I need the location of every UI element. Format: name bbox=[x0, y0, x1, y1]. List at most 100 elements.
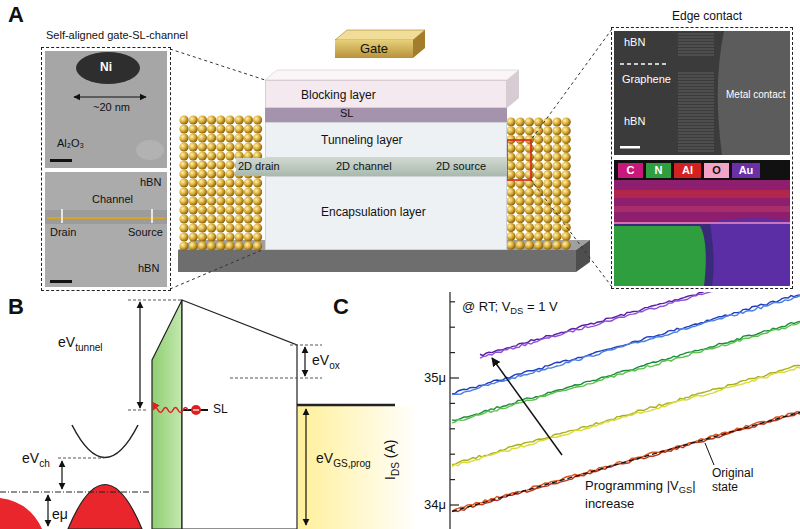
band-diagram bbox=[0, 491, 150, 492]
metal-contact-atoms bbox=[235, 205, 244, 214]
metal-contact-atoms bbox=[189, 214, 198, 223]
current-curve bbox=[480, 292, 800, 356]
metal-contact-atoms bbox=[534, 241, 543, 250]
hbn-lattice bbox=[678, 112, 714, 113]
channel-layer: 2D drain2D channel2D source bbox=[236, 158, 507, 176]
metal-contact-atoms bbox=[235, 178, 244, 187]
legend-label: Al bbox=[682, 165, 693, 176]
metal-contact-atoms bbox=[253, 196, 262, 205]
chart-axis bbox=[450, 292, 459, 529]
tem-image bbox=[151, 209, 153, 223]
layer-name: Blocking layer bbox=[301, 88, 376, 102]
current-curve bbox=[452, 292, 800, 512]
band-diagram bbox=[0, 300, 418, 529]
metal-contact-atoms bbox=[207, 133, 216, 142]
annotation: Original state bbox=[712, 466, 753, 494]
tem-image bbox=[45, 51, 167, 168]
layer-name: Tunneling layer bbox=[321, 133, 403, 147]
tem-image bbox=[45, 210, 167, 224]
metal-contact-atoms bbox=[235, 196, 244, 205]
metal-contact-atoms bbox=[216, 196, 225, 205]
eds-map bbox=[614, 180, 790, 224]
metal-contact-atoms bbox=[207, 214, 216, 223]
metal-contact-atoms bbox=[216, 169, 225, 178]
blocking-layer: Blocking layer bbox=[265, 80, 507, 108]
current-curve bbox=[480, 292, 800, 358]
metal-contact-atoms bbox=[253, 142, 262, 151]
image-label: Graphene bbox=[622, 73, 671, 86]
metal-contact-atoms bbox=[198, 115, 207, 124]
hbn-lattice bbox=[678, 73, 714, 74]
hbn-lattice bbox=[678, 121, 714, 122]
gate-electrode-3d bbox=[335, 30, 425, 40]
metal-contact-atoms bbox=[225, 151, 234, 160]
metal-contact-atoms bbox=[525, 188, 534, 197]
inset-title: Self-aligned gate-SL-channel bbox=[46, 29, 188, 42]
image-label: Al₂O₃ bbox=[57, 137, 84, 150]
eds-map bbox=[614, 226, 706, 286]
legend-swatch: C bbox=[618, 163, 643, 178]
metal-contact-atoms bbox=[534, 161, 543, 170]
axis-tick bbox=[450, 377, 459, 378]
band-diagram bbox=[128, 410, 146, 411]
metal-contact-atoms bbox=[253, 187, 262, 196]
metal-contact-atoms bbox=[216, 115, 225, 124]
annotation-arrow bbox=[492, 358, 714, 465]
tem-image bbox=[74, 96, 146, 97]
metal-contact-atoms bbox=[534, 188, 543, 197]
metal-contact-atoms bbox=[179, 151, 188, 160]
metal-contact-atoms bbox=[225, 124, 234, 133]
hbn-lattice bbox=[678, 49, 714, 50]
current-curve bbox=[452, 322, 800, 423]
metal-contact-atoms bbox=[244, 133, 253, 142]
tick-label: 35μ bbox=[424, 370, 446, 385]
legend-swatch: N bbox=[646, 163, 671, 178]
gate-electrode-3d bbox=[413, 30, 425, 58]
axis-title: (A) bbox=[382, 440, 398, 459]
metal-contact-atoms bbox=[506, 126, 515, 135]
metal-contact-atoms bbox=[198, 241, 207, 250]
eds-map bbox=[614, 206, 790, 212]
panel-letter-group: B bbox=[8, 294, 24, 320]
hbn-lattice bbox=[678, 55, 714, 56]
energy-label: eV bbox=[22, 450, 39, 466]
metal-contact-atoms bbox=[552, 170, 561, 179]
metal-contact-atoms bbox=[562, 188, 571, 197]
metal-contact-atoms bbox=[244, 142, 253, 151]
metal-contact-atoms bbox=[235, 241, 244, 250]
tem-image bbox=[136, 140, 164, 160]
axis-title: DS bbox=[390, 462, 401, 476]
metal-contact-atoms bbox=[198, 151, 207, 160]
metal-contact-atoms bbox=[543, 144, 552, 153]
metal-contact-atoms bbox=[244, 124, 253, 133]
image-label: hBN bbox=[624, 36, 645, 49]
zoom-leader bbox=[170, 29, 612, 289]
metal-contact-atoms bbox=[207, 196, 216, 205]
annotation-group: Original state bbox=[712, 466, 764, 495]
axis-tick bbox=[450, 352, 455, 353]
metal-contact-atoms bbox=[189, 241, 198, 250]
metal-contact-atoms bbox=[216, 160, 225, 169]
hbn-lattice bbox=[678, 82, 714, 83]
metal-contact-atoms bbox=[235, 187, 244, 196]
metal-contact-atoms bbox=[552, 179, 561, 188]
metal-contact-atoms bbox=[198, 178, 207, 187]
band-diagram bbox=[193, 409, 199, 410]
metal-contact-atoms bbox=[552, 161, 561, 170]
metal-contact-atoms bbox=[562, 214, 571, 223]
metal-contact-atoms bbox=[179, 241, 188, 250]
zoom-leader bbox=[170, 49, 265, 80]
hbn-lattice bbox=[678, 34, 714, 151]
metal-contact-atoms bbox=[244, 196, 253, 205]
metal-contact-atoms bbox=[525, 241, 534, 250]
hbn-lattice bbox=[678, 142, 714, 143]
metal-contact-atoms bbox=[198, 133, 207, 142]
metal-contact-atoms bbox=[198, 205, 207, 214]
layer-name: 2D drain bbox=[238, 160, 280, 173]
metal-contact-atoms bbox=[225, 115, 234, 124]
metal-contact-atoms bbox=[552, 153, 561, 162]
zoom-box bbox=[507, 140, 531, 180]
annotation-group: Programming |VGS|increase bbox=[585, 478, 696, 512]
metal-contact-atoms bbox=[244, 214, 253, 223]
